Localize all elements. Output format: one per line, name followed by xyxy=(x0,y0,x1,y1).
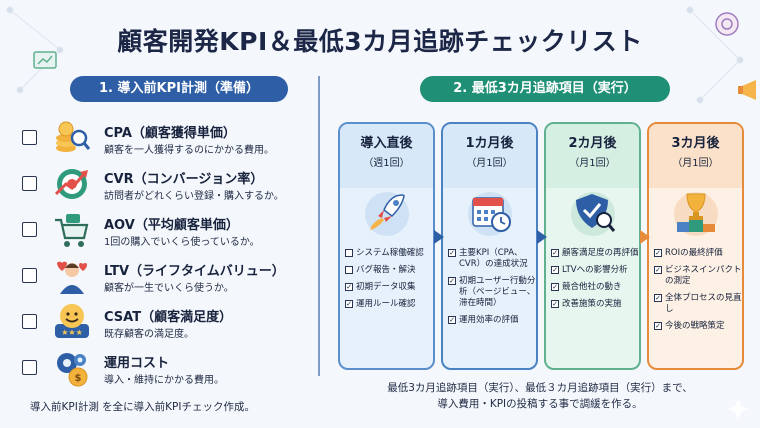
kpi-item-aov: AOV（平均顧客単価） 1回の購入でいくら使っているか。 xyxy=(18,208,318,254)
checklist-item: ✓ビジネスインパクトの測定 xyxy=(654,265,742,286)
checkbox-checked[interactable]: ✓ xyxy=(448,277,456,285)
kpi-item-cvr: CVR（コンバージョン率） 訪問者がどれくらい登録・購入するか。 xyxy=(18,162,318,208)
checkbox-checked[interactable]: ✓ xyxy=(551,300,559,308)
checklist-item: ✓全体プロセスの見直し xyxy=(654,293,742,314)
footer-line-1: 最低3カ月追跡項目（実行）、最低３カ月追跡項目（実行）まで、 xyxy=(387,382,693,394)
checklist-item: ✓ROIの最終評価 xyxy=(654,248,723,258)
kpi-description: 顧客が一生でいくら使うか。 xyxy=(104,283,234,294)
checkbox[interactable] xyxy=(22,314,37,329)
phase-checklist: システム稼働確認 バグ報告・解決 ✓初期データ収集 ✓運用ルール確認 xyxy=(345,248,433,316)
checkbox[interactable] xyxy=(22,176,37,191)
checkbox-checked[interactable]: ✓ xyxy=(654,249,662,257)
phase-checklist: ✓主要KPI（CPA、CVR）の達成状況 ✓初期ユーザー行動分析（ページビュー、… xyxy=(448,248,536,332)
phase-frequency: （月1回） xyxy=(672,158,719,169)
kpi-title: CVR（コンバージョン率） xyxy=(104,172,264,187)
checklist-item: システム稼働確認 xyxy=(345,248,433,259)
checkbox[interactable] xyxy=(22,130,37,145)
checklist-item: ✓初期データ収集 xyxy=(345,282,416,292)
arrow-right-icon xyxy=(434,230,444,244)
shopping-cart-icon xyxy=(55,214,89,247)
section-header-pre-kpi: 1. 導入前KPI計測（準備） xyxy=(70,76,288,102)
right-footer-note: 最低3カ月追跡項目（実行）、最低３カ月追跡項目（実行）まで、 導入費用・KPIの… xyxy=(330,380,750,412)
page-title: 顧客開発KPI＆最低3カ月追跡チェックリスト xyxy=(117,27,643,56)
checkbox-checked[interactable]: ✓ xyxy=(448,249,456,257)
phase-frequency: （月1回） xyxy=(569,158,616,169)
checkbox[interactable] xyxy=(345,249,353,257)
kpi-title: 運用コスト xyxy=(104,356,170,371)
checkbox-checked[interactable]: ✓ xyxy=(654,266,662,274)
gears-coin-icon: $ xyxy=(57,353,88,387)
checklist-item: ✓改善施策の実施 xyxy=(551,299,622,309)
target-arrow-icon xyxy=(54,169,88,199)
kpi-item-ltv: LTV（ライフタイムバリュー） 顧客が一生でいくら使うか。 xyxy=(18,254,318,300)
checklist-item: ✓主要KPI（CPA、CVR）の達成状況 xyxy=(448,248,528,269)
kpi-title: CPA（顧客獲得単価） xyxy=(104,126,236,141)
smiley-rating-icon: ★★★ xyxy=(55,304,89,338)
checkbox[interactable] xyxy=(22,268,37,283)
phase-checklist: ✓ROIの最終評価 ✓ビジネスインパクトの測定 ✓全体プロセスの見直し ✓今後の… xyxy=(654,248,742,338)
kpi-title: AOV（平均顧客単価） xyxy=(104,218,239,233)
checkbox-checked[interactable]: ✓ xyxy=(551,283,559,291)
arrow-right-icon xyxy=(537,230,547,244)
phase-title: 2カ月後 xyxy=(568,136,617,151)
checkbox[interactable] xyxy=(345,266,353,274)
kpi-title: LTV（ライフタイムバリュー） xyxy=(104,264,285,279)
kpi-item-csat: ★★★ CSAT（顧客満足度） 既存顧客の満足度。 xyxy=(18,300,318,346)
coins-magnifier-icon xyxy=(56,121,91,152)
phase-checklist: ✓顧客満足度の再評価 ✓LTVへの影響分析 ✓競合他社の動き ✓改善施策の実施 xyxy=(551,248,639,316)
phase-title: 3カ月後 xyxy=(671,136,720,151)
checkbox-checked[interactable]: ✓ xyxy=(551,249,559,257)
megaphone-icon xyxy=(738,80,756,100)
svg-text:$: $ xyxy=(75,373,82,384)
checklist-item: ✓競合他社の動き xyxy=(551,282,622,292)
kpi-description: 既存顧客の満足度。 xyxy=(104,329,194,340)
kpi-description: 訪問者がどれくらい登録・購入するか。 xyxy=(104,191,284,202)
kpi-item-operating-cost: $ 運用コスト 導入・維持にかかる費用。 xyxy=(18,346,318,392)
checklist-item: ✓今後の戦略策定 xyxy=(654,321,725,331)
section-divider xyxy=(318,76,320,376)
footer-line-2: 導入費用・KPIの投稿する事で調緩を作る。 xyxy=(437,398,643,410)
kpi-description: 顧客を一人獲得するのにかかる費用。 xyxy=(104,145,274,156)
phase-header: 2カ月後 （月1回） xyxy=(546,124,639,188)
arrow-right-icon xyxy=(640,230,650,244)
phase-card-month2: 2カ月後 （月1回） ✓顧客満足度の再評価 ✓LTVへの影響分析 ✓競合他社の動… xyxy=(544,122,641,370)
trophy-podium-icon xyxy=(674,192,718,236)
phase-title: 1カ月後 xyxy=(465,136,514,151)
svg-text:★★★: ★★★ xyxy=(61,328,83,337)
phase-frequency: （月1回） xyxy=(466,158,513,169)
checkbox-checked[interactable]: ✓ xyxy=(345,300,353,308)
left-footer-note: 導入前KPI計測 を全に導入前KPIチェック作成。 xyxy=(30,401,255,413)
checkbox[interactable] xyxy=(22,360,37,375)
checkbox-checked[interactable]: ✓ xyxy=(654,322,662,330)
checklist-item: ✓運用効率の評価 xyxy=(448,315,519,325)
kpi-item-cpa: CPA（顧客獲得単価） 顧客を一人獲得するのにかかる費用。 xyxy=(18,116,318,162)
phase-card-immediate: 導入直後 （週1回） システム稼働確認 バグ報告・解決 ✓初期データ収集 ✓運用… xyxy=(338,122,435,370)
checkbox-checked[interactable]: ✓ xyxy=(448,316,456,324)
phase-card-month3: 3カ月後 （月1回） ✓ROIの最終評価 ✓ビジネスインパクトの測定 ✓全体プロ… xyxy=(647,122,744,370)
checklist-item: ✓LTVへの影響分析 xyxy=(551,265,628,275)
calendar-clock-icon xyxy=(468,192,512,236)
kpi-title: CSAT（顧客満足度） xyxy=(104,310,233,325)
person-heart-icon xyxy=(57,261,87,294)
section-header-tracking: 2. 最低3カ月追跡項目（実行） xyxy=(420,76,670,102)
phase-card-month1: 1カ月後 （月1回） ✓主要KPI（CPA、CVR）の達成状況 ✓初期ユーザー行… xyxy=(441,122,538,370)
checklist-item: ✓運用ルール確認 xyxy=(345,299,416,309)
checkbox-checked[interactable]: ✓ xyxy=(654,294,662,302)
phase-header: 1カ月後 （月1回） xyxy=(443,124,536,188)
checkbox[interactable] xyxy=(22,222,37,237)
shield-magnifier-icon xyxy=(571,192,616,236)
checklist-item: ✓顧客満足度の再評価 xyxy=(551,248,639,258)
phase-header: 3カ月後 （月1回） xyxy=(649,124,742,188)
checklist-item: バグ報告・解決 xyxy=(345,265,433,276)
kpi-checklist: CPA（顧客獲得単価） 顧客を一人獲得するのにかかる費用。 CVR（コンバージョ… xyxy=(18,116,318,392)
kpi-description: 1回の購入でいくら使っているか。 xyxy=(104,237,260,248)
phase-title: 導入直後 xyxy=(360,136,413,151)
checkbox-checked[interactable]: ✓ xyxy=(551,266,559,274)
phase-header: 導入直後 （週1回） xyxy=(340,124,433,188)
kpi-description: 導入・維持にかかる費用。 xyxy=(104,375,224,386)
rocket-icon xyxy=(365,192,409,236)
checkbox-checked[interactable]: ✓ xyxy=(345,283,353,291)
checklist-item: ✓初期ユーザー行動分析（ページビュー、滞在時間） xyxy=(448,276,536,308)
phase-frequency: （週1回） xyxy=(363,158,410,169)
